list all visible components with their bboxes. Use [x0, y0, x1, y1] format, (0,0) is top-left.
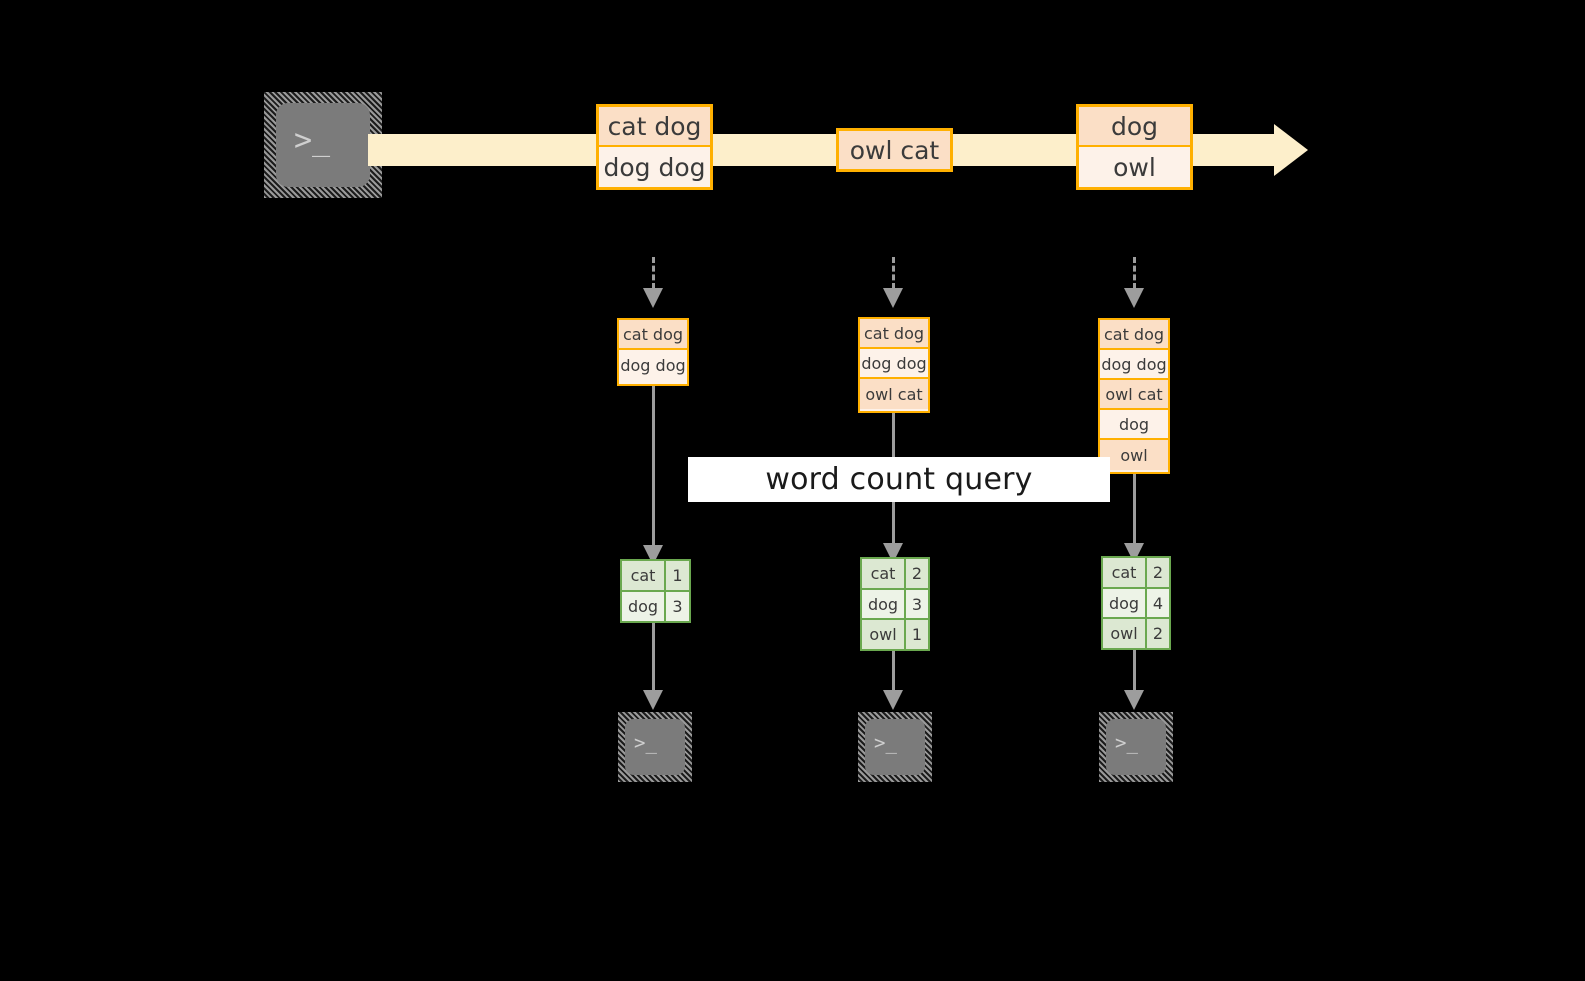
result-word: owl [862, 620, 906, 650]
input-line: owl [1100, 440, 1168, 470]
result-count: 4 [1147, 588, 1169, 618]
result-count: 2 [1147, 558, 1169, 587]
terminal-prompt-text: >_ [294, 123, 331, 158]
result-count: 1 [906, 620, 928, 650]
result-count: 1 [666, 561, 689, 590]
stream-batch-1-line: dog dog [599, 147, 710, 187]
result-count: 3 [906, 589, 928, 619]
trigger-3-query-connector [1133, 474, 1136, 551]
stream-batch-2-line: owl cat [839, 131, 950, 169]
trigger-3-dashed-arrowhead-icon [1124, 288, 1144, 308]
result-word: dog [862, 589, 906, 619]
table-row: cat 2 [1103, 558, 1169, 589]
table-row: owl 2 [1103, 619, 1169, 649]
result-word: cat [862, 559, 906, 588]
input-line: cat dog [619, 320, 687, 350]
trigger-3-input-table: cat dog dog dog owl cat dog owl [1098, 318, 1170, 474]
input-line: dog dog [860, 349, 928, 379]
terminal-prompt-text: >_ [874, 732, 897, 754]
terminal-screen [276, 103, 370, 187]
trigger-1-sink-connector [652, 623, 655, 695]
trigger-2-sink-arrowhead-icon [883, 690, 903, 710]
trigger-2-result-table: cat 2 dog 3 owl 1 [860, 557, 930, 651]
input-line: cat dog [860, 319, 928, 349]
input-line: dog [1100, 410, 1168, 440]
result-count: 3 [666, 592, 689, 621]
input-line: owl cat [860, 379, 928, 409]
input-line: dog dog [1100, 350, 1168, 380]
result-count: 2 [1147, 619, 1169, 649]
terminal-screen [865, 719, 925, 775]
trigger-2-sink-terminal-icon: >_ [858, 712, 932, 782]
terminal-prompt-text: >_ [1115, 732, 1138, 754]
trigger-2-dashed-arrowhead-icon [883, 288, 903, 308]
query-label: word count query [688, 457, 1110, 502]
input-line: cat dog [1100, 320, 1168, 350]
input-line: owl cat [1100, 380, 1168, 410]
result-word: owl [1103, 619, 1147, 649]
trigger-1-sink-terminal-icon: >_ [618, 712, 692, 782]
stream-batch-3: dog owl [1076, 104, 1193, 190]
result-word: dog [1103, 588, 1147, 618]
trigger-3-sink-arrowhead-icon [1124, 690, 1144, 710]
result-word: dog [622, 592, 666, 621]
stream-batch-1: cat dog dog dog [596, 104, 713, 190]
stream-batch-2: owl cat [836, 128, 953, 172]
stream-batch-3-line: owl [1079, 147, 1190, 187]
trigger-3-sink-connector [1133, 650, 1136, 695]
trigger-1-result-table: cat 1 dog 3 [620, 559, 691, 623]
stream-batch-1-line: cat dog [599, 107, 710, 147]
trigger-1-dashed-arrowhead-icon [643, 288, 663, 308]
trigger-1-dashed-connector [652, 257, 655, 289]
trigger-1-input-table: cat dog dog dog [617, 318, 689, 386]
trigger-2-dashed-connector [892, 257, 895, 289]
trigger-2-input-table: cat dog dog dog owl cat [858, 317, 930, 413]
input-line: dog dog [619, 350, 687, 380]
source-terminal-icon: >_ [264, 92, 382, 198]
stream-batch-3-line: dog [1079, 107, 1190, 147]
table-row: cat 2 [862, 559, 928, 590]
trigger-1-sink-arrowhead-icon [643, 690, 663, 710]
table-row: owl 1 [862, 620, 928, 650]
table-row: dog 3 [862, 589, 928, 621]
trigger-3-sink-terminal-icon: >_ [1099, 712, 1173, 782]
trigger-3-dashed-connector [1133, 257, 1136, 289]
result-count: 2 [906, 559, 928, 588]
terminal-screen [625, 719, 685, 775]
terminal-prompt-text: >_ [634, 732, 657, 754]
trigger-3-result-table: cat 2 dog 4 owl 2 [1101, 556, 1171, 650]
trigger-1-query-connector [652, 386, 655, 553]
table-row: dog 3 [622, 592, 689, 621]
result-word: cat [622, 561, 666, 590]
table-row: cat 1 [622, 561, 689, 592]
trigger-2-sink-connector [892, 651, 895, 695]
table-row: dog 4 [1103, 588, 1169, 620]
result-word: cat [1103, 558, 1147, 587]
terminal-screen [1106, 719, 1166, 775]
stream-arrowhead-icon [1274, 124, 1308, 176]
